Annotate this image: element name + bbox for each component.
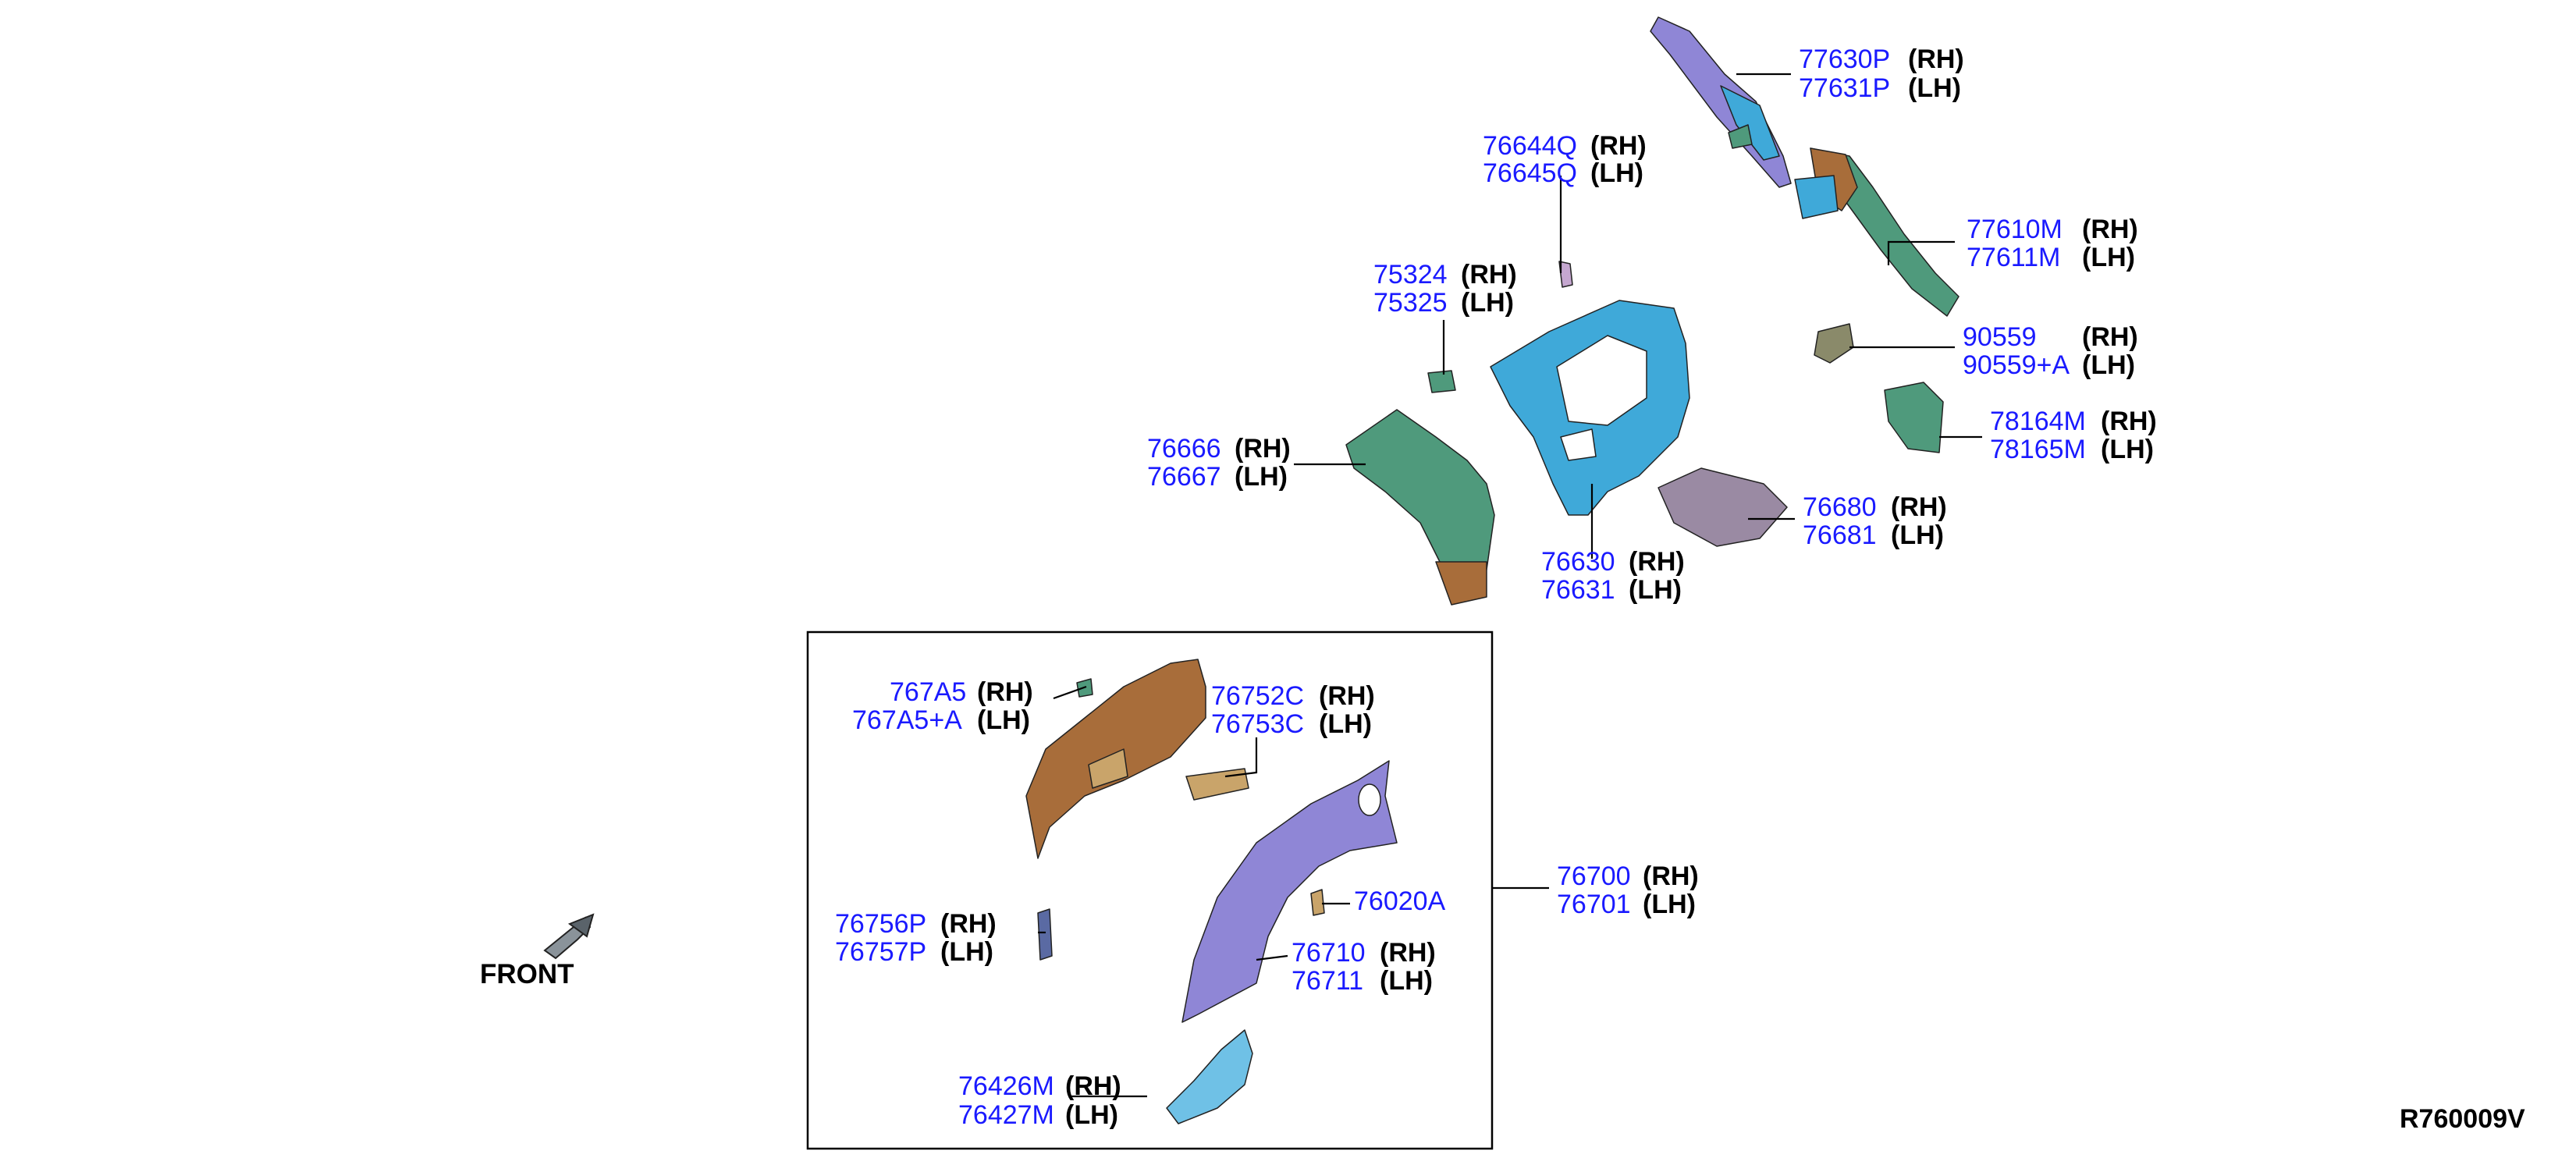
- part-number: 767A5: [890, 677, 966, 707]
- part-number: 76427M: [958, 1100, 1054, 1130]
- part-number: 76753C: [1211, 709, 1304, 739]
- callout-76710[interactable]: 76710 (RH) 76711 (LH): [1292, 938, 1436, 996]
- side-label: (RH): [1380, 938, 1436, 968]
- side-label: (LH): [2082, 243, 2135, 272]
- part-number: 76711: [1292, 966, 1363, 996]
- part-number: 77610M: [1967, 215, 2063, 244]
- side-label: (LH): [2101, 435, 2154, 464]
- side-label: (LH): [1629, 575, 1682, 605]
- side-label: (RH): [1590, 131, 1647, 161]
- part-76020a[interactable]: [1310, 889, 1325, 916]
- callout-77610m[interactable]: 77610M (RH) 77611M (LH): [1967, 215, 2138, 272]
- part-number: 76710: [1292, 938, 1366, 968]
- part-76752c[interactable]: [1185, 768, 1249, 801]
- part-number: 76756P: [835, 909, 926, 939]
- part-number: 76700: [1557, 861, 1631, 891]
- part-number: 76681: [1803, 520, 1877, 550]
- side-label: (LH): [1235, 462, 1288, 492]
- side-label: (RH): [2082, 322, 2138, 352]
- part-number: 78164M: [1990, 407, 2086, 436]
- callout-76666[interactable]: 76666 (RH) 76667 (LH): [1147, 434, 1291, 492]
- part-number: 77631P: [1799, 73, 1890, 103]
- part-number: 76630: [1541, 547, 1615, 577]
- side-label: (LH): [1908, 73, 1961, 103]
- side-label: (LH): [2082, 350, 2135, 380]
- part-number: 77611M: [1967, 243, 2060, 272]
- side-label: (LH): [1643, 890, 1696, 919]
- part-number: 75324: [1373, 260, 1448, 290]
- side-label: (LH): [1319, 709, 1372, 739]
- front-label: FRONT: [480, 959, 574, 989]
- part-78164m[interactable]: [1884, 382, 1944, 453]
- part-number: 76752C: [1211, 681, 1304, 711]
- side-label: (RH): [1629, 547, 1685, 577]
- assembly-76700-box: [806, 631, 1494, 1150]
- side-label: (RH): [2082, 215, 2138, 244]
- callout-76020a[interactable]: 76020A: [1354, 886, 1446, 916]
- part-76630[interactable]: [1490, 300, 1690, 516]
- callout-76426m[interactable]: 76426M (RH) 76427M (LH): [958, 1071, 1121, 1130]
- side-label: (LH): [1461, 288, 1514, 318]
- leader-lines: [1038, 73, 1982, 1098]
- side-label: (RH): [977, 677, 1033, 707]
- part-number: 76667: [1147, 462, 1221, 492]
- callout-76700[interactable]: 76700 (RH) 76701 (LH): [1557, 861, 1699, 919]
- side-label: (LH): [1065, 1100, 1118, 1130]
- side-label: (RH): [940, 909, 997, 939]
- part-number: 76020A: [1354, 886, 1446, 916]
- side-label: (RH): [1891, 492, 1947, 522]
- diagram-code: R760009V: [2400, 1104, 2525, 1134]
- callout-75324[interactable]: 75324 (RH) 75325 (LH): [1373, 260, 1517, 318]
- part-number: 767A5+A: [852, 705, 962, 735]
- part-76680[interactable]: [1658, 467, 1788, 547]
- callout-78164m[interactable]: 78164M (RH) 78165M (LH): [1990, 407, 2157, 464]
- part-number: 76701: [1557, 890, 1631, 919]
- part-76426m[interactable]: [1166, 1029, 1253, 1124]
- callout-76630[interactable]: 76630 (RH) 76631 (LH): [1541, 547, 1685, 605]
- part-wheelhouse-inner[interactable]: [1025, 659, 1206, 859]
- part-number: 76680: [1803, 492, 1877, 522]
- side-label: (LH): [940, 937, 993, 967]
- callout-76644q[interactable]: 76644Q (RH) 76645Q (LH): [1483, 131, 1647, 188]
- side-label: (RH): [1319, 681, 1375, 711]
- side-label: (RH): [1908, 44, 1964, 74]
- callout-90559[interactable]: 90559 (RH) 90559+A (LH): [1963, 322, 2138, 380]
- side-label: (RH): [1065, 1071, 1121, 1101]
- part-number: 76644Q: [1483, 131, 1577, 161]
- part-76756p[interactable]: [1037, 908, 1053, 961]
- side-label: (RH): [1461, 260, 1517, 290]
- side-label: (LH): [1590, 158, 1643, 188]
- part-number: 90559: [1963, 322, 2037, 352]
- side-label: (RH): [2101, 407, 2157, 436]
- part-76666[interactable]: [1345, 409, 1495, 606]
- part-number: 76666: [1147, 434, 1221, 464]
- part-number: 76645Q: [1483, 158, 1577, 188]
- callout-76752c[interactable]: 76752C (RH) 76753C (LH): [1211, 681, 1375, 739]
- callout-76680[interactable]: 76680 (RH) 76681 (LH): [1803, 492, 1947, 550]
- front-arrow-icon: [543, 913, 595, 960]
- part-number: 77630P: [1799, 44, 1890, 74]
- side-label: (LH): [1380, 966, 1433, 996]
- side-label: (RH): [1235, 434, 1291, 464]
- part-number: 76757P: [835, 937, 926, 967]
- part-number: 76631: [1541, 575, 1615, 605]
- side-label: (LH): [977, 705, 1030, 735]
- part-number: 76426M: [958, 1071, 1054, 1101]
- side-label: (LH): [1891, 520, 1944, 550]
- part-90559[interactable]: [1814, 323, 1854, 364]
- part-number: 90559+A: [1963, 350, 2070, 380]
- part-number: 78165M: [1990, 435, 2086, 464]
- part-75324[interactable]: [1427, 370, 1456, 393]
- callout-77630p[interactable]: 77630P (RH) 77631P (LH): [1799, 44, 1964, 103]
- part-number: 75325: [1373, 288, 1448, 318]
- side-label: (RH): [1643, 861, 1699, 891]
- part-76710[interactable]: [1181, 760, 1398, 1023]
- callout-76756p[interactable]: 76756P (RH) 76757P (LH): [835, 909, 997, 967]
- part-76644q[interactable]: [1558, 261, 1573, 288]
- part-77610m[interactable]: [1794, 147, 1960, 317]
- callout-767a5[interactable]: 767A5 (RH) 767A5+A (LH): [852, 677, 1033, 735]
- part-77630p[interactable]: [1650, 16, 1792, 188]
